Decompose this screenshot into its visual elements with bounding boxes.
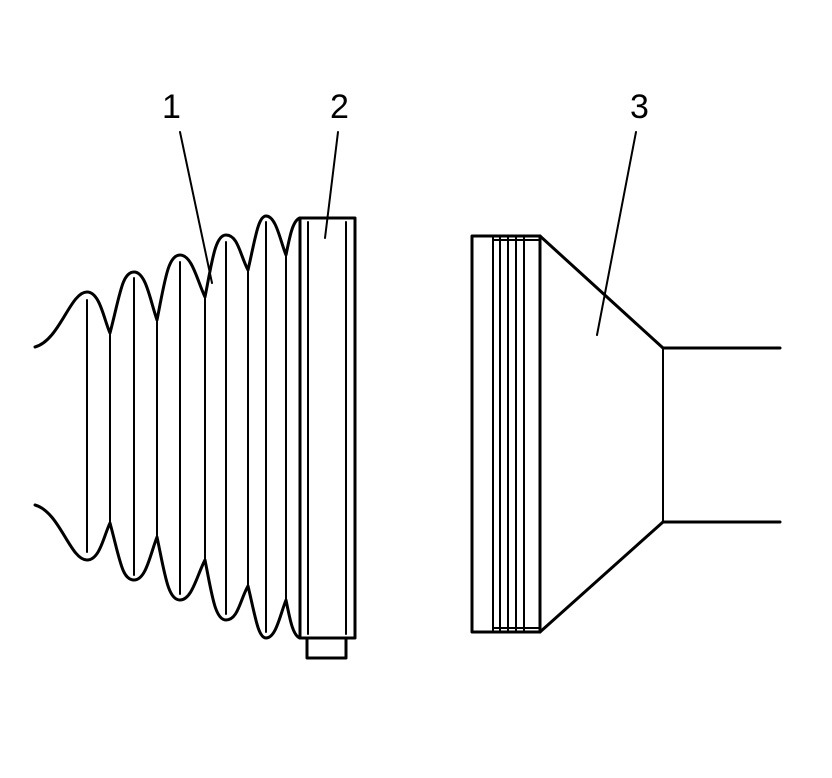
housing-cone-top — [538, 234, 665, 350]
boot-clamp-end — [298, 216, 357, 660]
callout-label-1: 1 — [162, 88, 181, 126]
clamp-tab — [305, 636, 348, 660]
joint-housing — [470, 234, 782, 634]
housing-cone-bottom — [538, 520, 665, 634]
callout-label-3: 3 — [630, 88, 649, 126]
leader-lines — [179, 131, 637, 336]
boot-bellows — [33, 214, 302, 640]
leader-line-1 — [179, 131, 213, 284]
boot-top-outline — [33, 214, 302, 349]
leader-line-2 — [324, 131, 339, 239]
leader-line-3 — [596, 131, 637, 336]
boot-bottom-outline — [33, 503, 302, 640]
callout-label-2: 2 — [330, 88, 349, 126]
housing-flange — [470, 234, 542, 634]
